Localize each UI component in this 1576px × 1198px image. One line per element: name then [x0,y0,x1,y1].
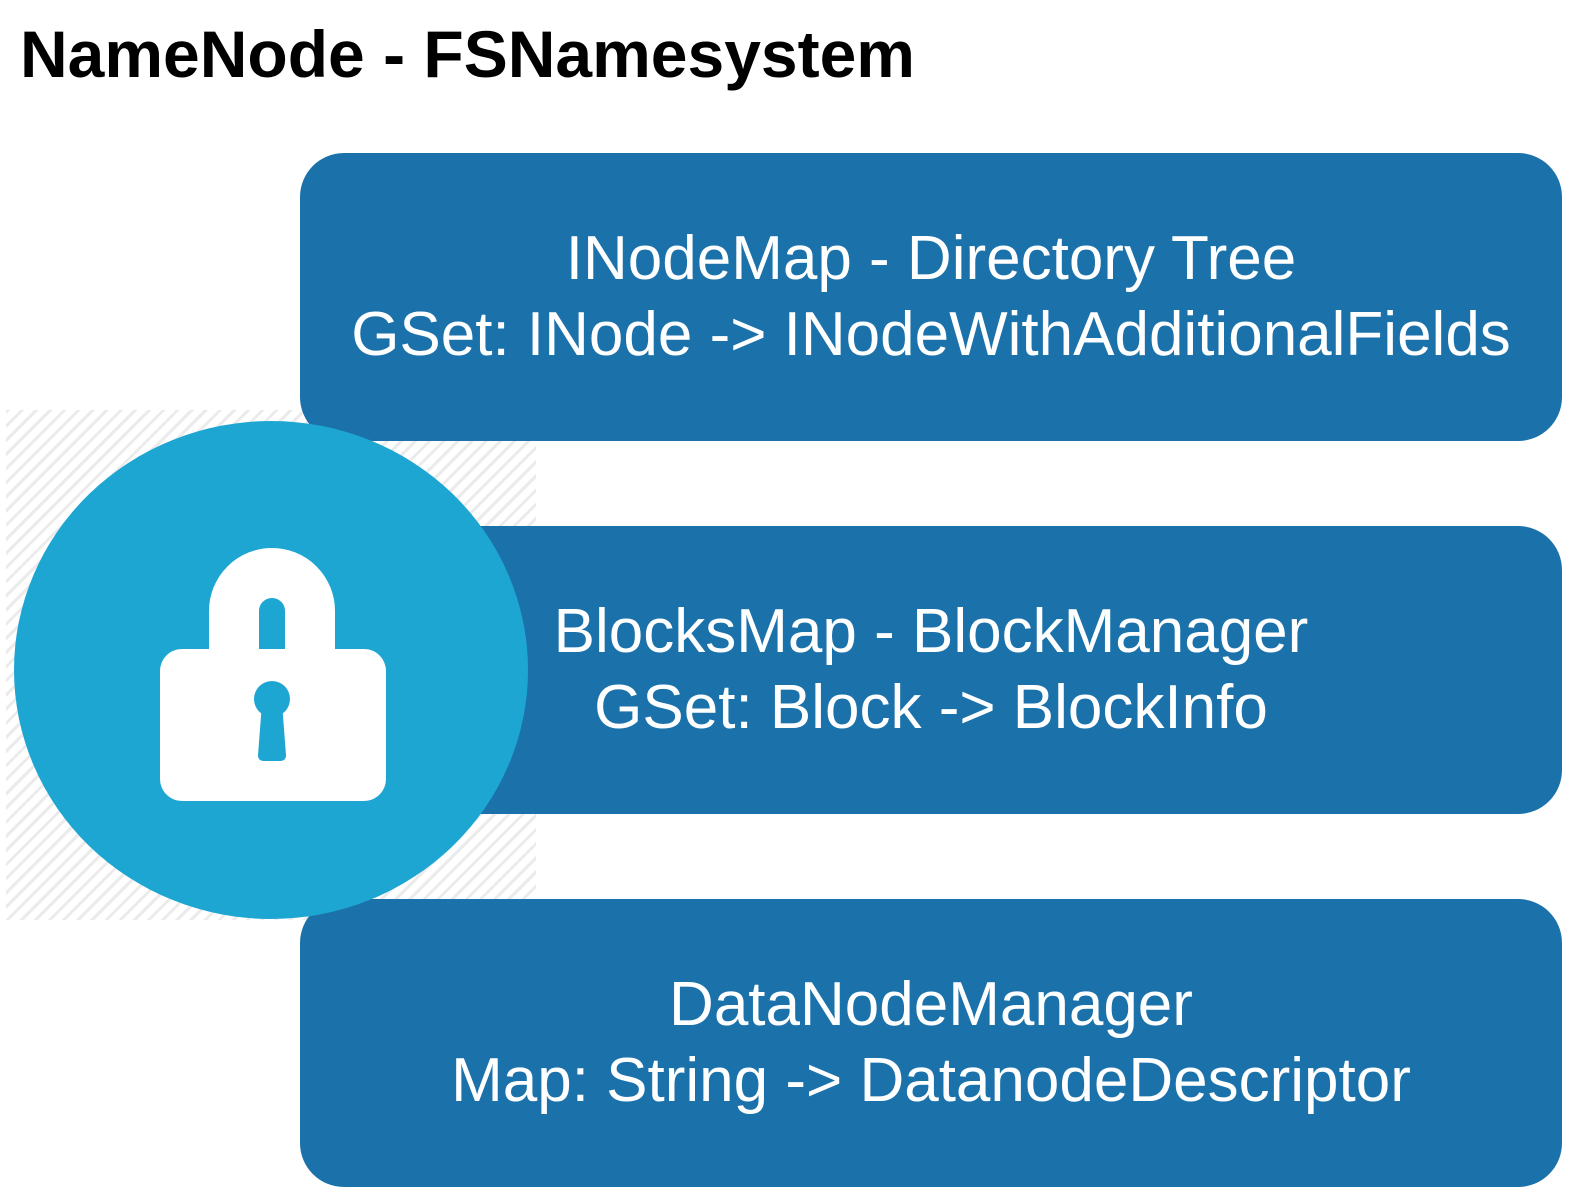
page-title: NameNode - FSNamesystem [20,17,915,91]
padlock-icon [160,548,386,801]
datanodemanager-box-title: DataNodeManager [669,970,1193,1039]
inodemap-box: INodeMap - Directory Tree GSet: INode ->… [300,153,1562,441]
datanodemanager-box-subtitle: Map: String -> DatanodeDescriptor [451,1046,1411,1115]
padlock-shackle [209,548,335,659]
blocksmap-box-subtitle: GSet: Block -> BlockInfo [594,673,1268,742]
lock-circle [14,421,528,919]
inodemap-box-subtitle: GSet: INode -> INodeWithAdditionalFields [351,300,1511,369]
keyhole-slot [258,703,286,761]
datanodemanager-box: DataNodeManager Map: String -> DatanodeD… [300,899,1562,1187]
blocksmap-box-title: BlocksMap - BlockManager [553,597,1309,666]
inodemap-box-title: INodeMap - Directory Tree [565,224,1297,293]
blocksmap-box: BlocksMap - BlockManager GSet: Block -> … [300,526,1562,814]
